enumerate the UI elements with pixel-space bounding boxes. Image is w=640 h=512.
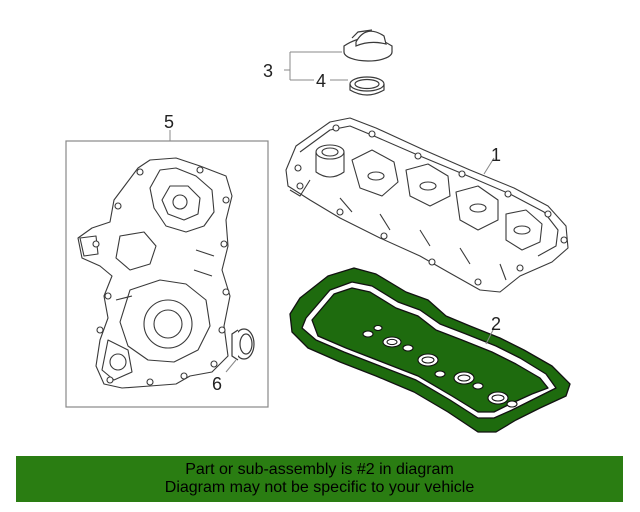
valve-cover-gasket[interactable] (289, 267, 571, 433)
callout-6: 6 (212, 374, 222, 394)
valve-cover-group: 1 (285, 117, 569, 293)
callout-3: 3 (263, 61, 273, 81)
callout-2: 2 (491, 314, 501, 334)
info-banner: Part or sub-assembly is #2 in diagram Di… (16, 456, 623, 502)
valve-cover-gasket-group: 2 (289, 267, 571, 433)
banner-line-2: Diagram may not be specific to your vehi… (164, 479, 475, 496)
timing-chain-cover[interactable] (77, 157, 233, 389)
callout-1: 1 (491, 145, 501, 165)
callout-2-leader (485, 327, 495, 345)
callout-1-leader (483, 157, 495, 175)
callout-4: 4 (316, 71, 326, 91)
cap-seal[interactable] (349, 76, 385, 96)
banner-line-1: Part or sub-assembly is #2 in diagram (185, 461, 454, 478)
callout-6-leader (225, 359, 237, 373)
timing-cover-group: 5 (65, 112, 269, 408)
valve-cover[interactable] (285, 117, 569, 293)
oil-filler-cap[interactable] (343, 29, 393, 62)
info-banner-bg (16, 456, 623, 502)
callout-5: 5 (164, 112, 174, 132)
oil-filler-cap-group: 3 4 (263, 29, 393, 96)
crankshaft-seal[interactable] (231, 328, 255, 361)
callout-3-leader (284, 51, 348, 81)
